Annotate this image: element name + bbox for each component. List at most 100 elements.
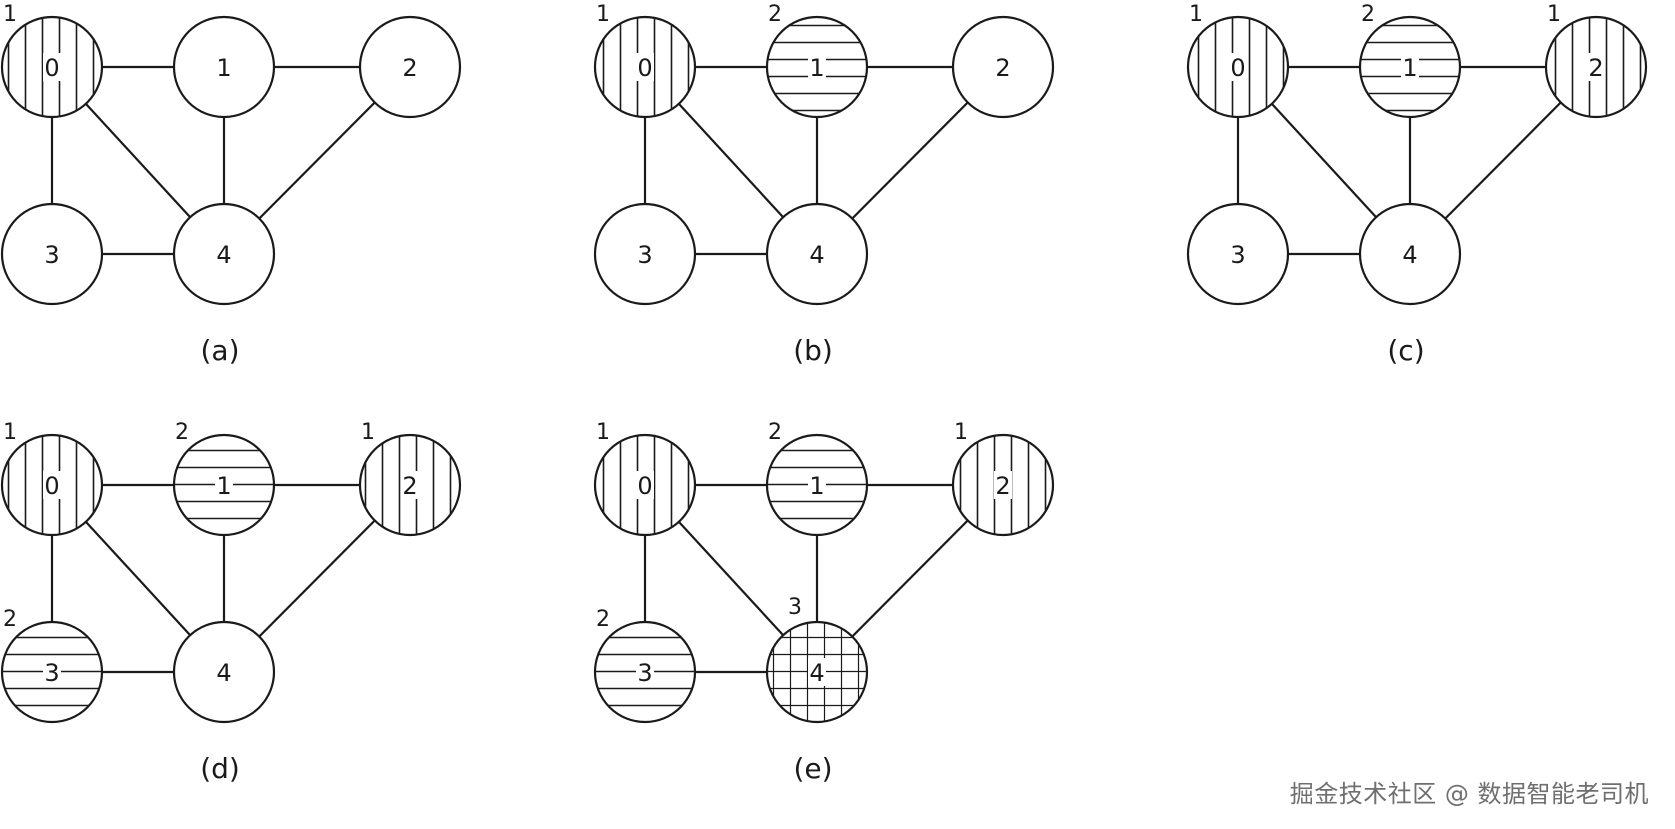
- node-label: 0: [637, 472, 652, 500]
- node-label: 1: [1402, 54, 1417, 82]
- graph-panel: 0 1 1 2 3 4 (a): [0, 2, 462, 367]
- node-label: 4: [809, 659, 824, 687]
- node-label: 3: [637, 659, 652, 687]
- node-label-backing: [1587, 53, 1605, 81]
- node-label-backing: [43, 658, 61, 686]
- node-background: [174, 17, 274, 117]
- graph-panel: 0 1 1 2 2 1 3 4 (c): [1186, 2, 1648, 367]
- panel-caption: (d): [200, 752, 240, 785]
- node-label-backing: [636, 53, 654, 81]
- node-label: 1: [809, 472, 824, 500]
- graph-node: [358, 15, 462, 119]
- node-background: [2, 204, 102, 304]
- node-color-label: 1: [1547, 2, 1561, 27]
- node-label-backing: [636, 658, 654, 686]
- node-label-backing: [1229, 53, 1247, 81]
- node-color-label: 2: [768, 420, 782, 445]
- node-color-label: 2: [768, 2, 782, 27]
- graph-node: [172, 15, 276, 119]
- graph-node: [172, 620, 276, 724]
- node-label: 0: [44, 54, 59, 82]
- node-color-label: 2: [1361, 2, 1375, 27]
- node-color-label: 1: [596, 2, 610, 27]
- graph-node: [593, 202, 697, 306]
- graph-node: [1358, 15, 1462, 119]
- node-label-backing: [808, 658, 826, 686]
- graph-node: [765, 620, 869, 724]
- graph-node: [765, 202, 869, 306]
- node-color-label: 1: [954, 420, 968, 445]
- graph-node: [0, 433, 104, 537]
- node-label: 1: [809, 54, 824, 82]
- node-label: 0: [637, 54, 652, 82]
- graph-node: [593, 620, 697, 724]
- graph-node: [1186, 15, 1290, 119]
- node-label-backing: [808, 53, 826, 81]
- node-color-label: 1: [596, 420, 610, 445]
- node-label-backing: [808, 471, 826, 499]
- graph-node: [765, 433, 869, 537]
- graph-node: [593, 433, 697, 537]
- graph-panel: 0 1 1 2 2 1 3 2 4 3 (e): [593, 420, 1055, 785]
- graph-node: [951, 433, 1055, 537]
- node-label-backing: [43, 471, 61, 499]
- node-label: 3: [637, 241, 652, 269]
- node-background: [1188, 204, 1288, 304]
- graph-node: [0, 15, 104, 119]
- node-color-label: 1: [1189, 2, 1203, 27]
- node-label: 1: [216, 54, 231, 82]
- panel-caption: (e): [793, 752, 832, 785]
- node-color-label: 2: [596, 607, 610, 632]
- graph-node: [172, 433, 276, 537]
- graph-node: [1358, 202, 1462, 306]
- node-label: 0: [44, 472, 59, 500]
- node-background: [595, 204, 695, 304]
- node-label: 4: [809, 241, 824, 269]
- node-background: [174, 204, 274, 304]
- graph-node: [951, 15, 1055, 119]
- node-label-backing: [215, 471, 233, 499]
- node-color-label: 1: [3, 2, 17, 27]
- graph-node: [0, 202, 104, 306]
- node-label-backing: [401, 471, 419, 499]
- graph-node: [0, 620, 104, 724]
- node-label-backing: [994, 471, 1012, 499]
- node-label: 1: [216, 472, 231, 500]
- node-label: 3: [44, 659, 59, 687]
- node-background: [360, 17, 460, 117]
- node-label: 3: [1230, 241, 1245, 269]
- node-label-backing: [1401, 53, 1419, 81]
- graph-node: [1544, 15, 1648, 119]
- graph-node: [172, 202, 276, 306]
- node-label: 2: [995, 472, 1010, 500]
- node-color-label: 2: [175, 420, 189, 445]
- node-label-backing: [43, 53, 61, 81]
- node-label: 0: [1230, 54, 1245, 82]
- node-label: 2: [402, 472, 417, 500]
- panel-caption: (b): [793, 334, 833, 367]
- panel-caption: (c): [1387, 334, 1424, 367]
- node-background: [767, 204, 867, 304]
- graph-node: [765, 15, 869, 119]
- node-label: 4: [216, 659, 231, 687]
- node-color-label: 2: [3, 607, 17, 632]
- graph-panel: 0 1 1 2 2 3 4 (b): [593, 2, 1055, 367]
- node-label: 2: [995, 54, 1010, 82]
- node-background: [953, 17, 1053, 117]
- node-color-label: 3: [788, 595, 802, 620]
- node-background: [174, 622, 274, 722]
- graph-node: [593, 15, 697, 119]
- graph-node: [358, 433, 462, 537]
- node-label: 2: [402, 54, 417, 82]
- node-label: 3: [44, 241, 59, 269]
- node-label: 4: [216, 241, 231, 269]
- graph-node: [1186, 202, 1290, 306]
- watermark-text: 掘金技术社区 @ 数据智能老司机: [1289, 780, 1649, 808]
- node-color-label: 1: [3, 420, 17, 445]
- node-color-label: 1: [361, 420, 375, 445]
- node-label-backing: [636, 471, 654, 499]
- node-label: 2: [1588, 54, 1603, 82]
- node-label: 4: [1402, 241, 1417, 269]
- graph-panel: 0 1 1 2 2 1 3 2 4 (d): [0, 420, 462, 785]
- panel-caption: (a): [200, 334, 239, 367]
